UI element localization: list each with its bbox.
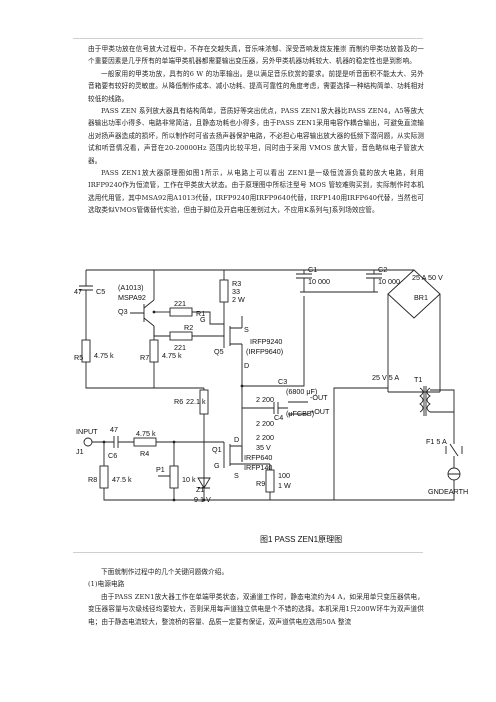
source-1: S [244,325,249,334]
c1-value: 10 000 [308,277,330,286]
r9-label: R9 [256,479,265,488]
r3-power: 2 W [232,295,245,304]
r8-value: 47.5 k [112,475,132,484]
q1-type: IRFP640 [244,453,272,462]
r8-label: R8 [88,475,97,484]
section-heading: (1)电源电路 [88,580,125,589]
c5-label: C5 [96,287,105,296]
q1-sub: IRFP140 [244,463,272,472]
c3-label: C3 [278,377,287,386]
q3-sub: (A1013) [118,283,144,292]
br1-label: BR1 [414,293,428,302]
r3-value: 33 [232,287,240,296]
br1-value: 25 A 50 V [412,273,443,282]
c1-label: C1 [308,265,317,274]
r7-value: 4.75 k [162,351,182,360]
drain-1: D [244,361,249,370]
r3-label: R3 [232,279,241,288]
c5-value: 47 [74,287,82,296]
paragraph-1: 由于甲类功放在信号放大过程中，不存在交越失真，音乐味浓郁、深受音响发烧友推崇 而… [88,45,424,66]
gate-1: G [200,315,206,324]
t1-label: T1 [414,375,422,384]
z1-label: Z1 [196,485,204,494]
c2-label: C2 [378,265,387,274]
c4-label: C4 [274,413,283,422]
paragraph-3: PASS ZEN 系列放大器具有结构简单，音质好等突出优点，PASS ZEN1放… [88,107,424,165]
paragraph-2: 一般家用的甲类功放，具有的6 W 的功率输出。是以满足音乐欣赏的要求。前提是听音… [88,69,424,103]
c3-value: (6800 μF) [286,387,317,396]
c2-value: 10 000 [378,277,400,286]
r1-label: R1 [196,309,205,318]
c4-value: (μFCBB) [286,409,314,418]
paragraph-5: 下面就制作过程中的几个关键问题做介绍。 [101,568,229,576]
z1-value: 9.1 V [194,495,211,504]
q3-label: Q3 [118,307,128,316]
j1-label: J1 [76,447,84,456]
r5-label: R5 [74,353,83,362]
p1-value: 10 k [182,475,196,484]
cap-2200-c: 2 200 [256,433,274,442]
source-2: S [234,471,239,480]
r1-value: 221 [174,299,186,308]
r2-label: R2 [184,323,193,332]
r4-value: 4.75 k [136,429,156,438]
paragraph-4: PASS ZEN1放大器原理图如图1所示，从电路上可以看出 ZEN1是一级恒流源… [88,169,424,215]
r2-value: 221 [174,343,186,352]
schematic-diagram: 47 C5 (A1013) MSPA92 Q3 221 R1 R2 221 G … [74,265,468,544]
r7-label: R7 [140,353,149,362]
out-minus: -OUT [310,393,328,402]
gate-2: G [214,461,220,470]
out-plus: +OUT [310,407,330,416]
cap-2200-a: 2 200 [256,395,274,404]
body-text: 下面就制作过程中的几个关键问题做介绍。 (1)电源电路 由于PASS ZEN1放… [88,566,424,628]
bottom-divider [73,552,423,553]
q5-sub: (IRFP9640) [246,347,283,356]
cap-35v: 35 V [256,443,271,452]
q1-label: Q1 [212,445,222,454]
r6-value: 22.1 k [186,397,206,406]
fuse-label: F1 5 A [426,437,447,446]
drain-2: D [234,435,239,444]
t1-value: 25 V 5 A [372,373,399,382]
c6-label: C6 [108,451,117,460]
input-label: INPUT [76,427,98,436]
r9-value: 100 [278,471,290,480]
r5-value: 4.75 k [94,351,114,360]
q3-type: MSPA92 [118,293,146,302]
r6-label: R6 [174,397,183,406]
p1-label: P1 [156,465,165,474]
r9-power: 1 W [278,481,291,490]
cap-2200-b: 2 200 [256,419,274,428]
q5-type: IRFP9240 [250,337,282,346]
ground-earth: GNDEARTH [428,487,468,496]
paragraph-6: 由于PASS ZEN1放大器工作在单端甲类状态，双通道工作时，静态电流约为4 A… [88,592,424,626]
q5-label: Q5 [214,347,224,356]
figure-caption: 图1 PASS ZEN1原理图 [260,535,342,544]
r4-label: R4 [140,449,149,458]
intro-text: 由于甲类功放在信号放大过程中，不存在交越失真，音乐味浓郁、深受音响发烧友推崇 而… [88,43,424,217]
top-divider [73,38,423,39]
c6-value: 47 [110,425,118,434]
